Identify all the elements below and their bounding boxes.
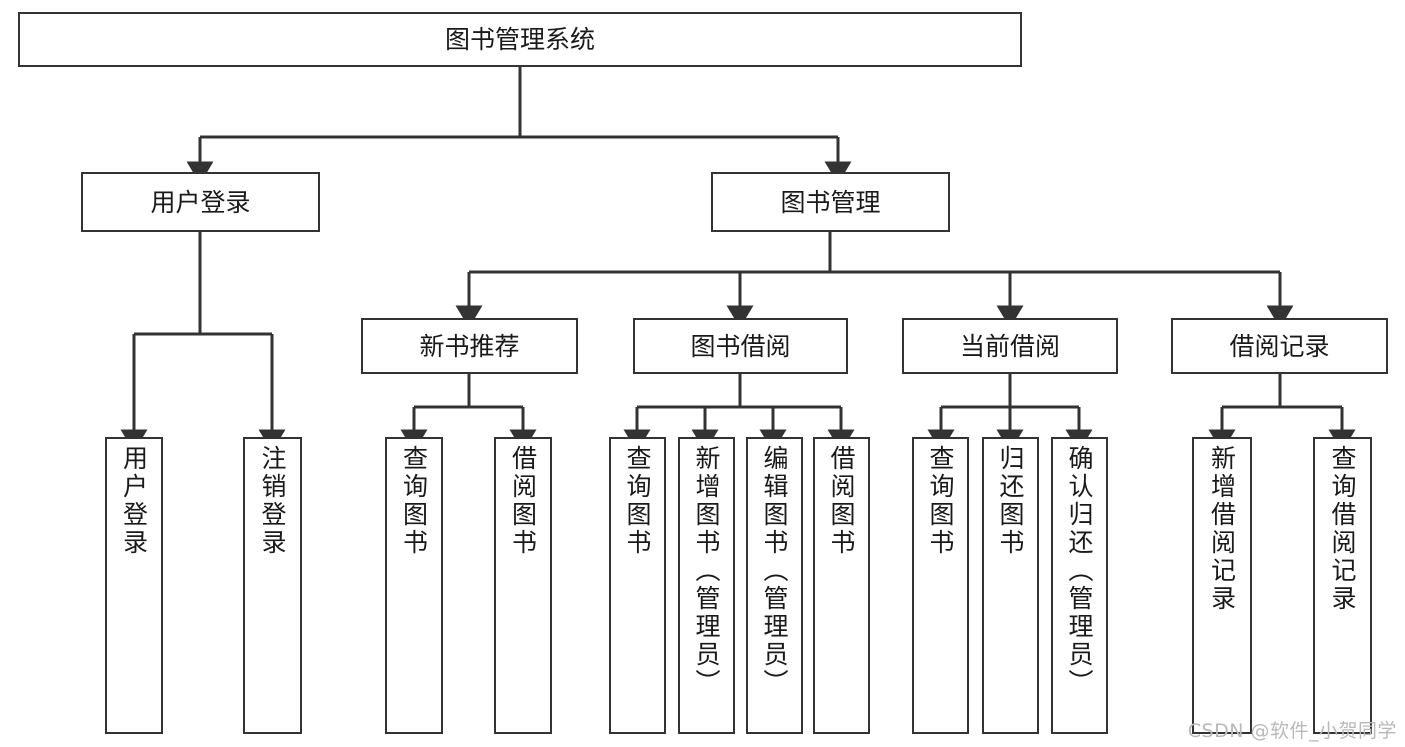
leaf-query-book-2[interactable]: 查询图书 xyxy=(609,437,666,734)
leaf-query-book-3[interactable]: 查询图书 xyxy=(912,437,969,734)
leaf-return-book-label: 归还图书 xyxy=(996,445,1025,557)
leaf-query-book-1[interactable]: 查询图书 xyxy=(385,437,443,734)
leaf-borrow-book-1[interactable]: 借阅图书 xyxy=(494,437,552,734)
leaf-return-book[interactable]: 归还图书 xyxy=(982,437,1039,734)
leaf-borrow-book-2[interactable]: 借阅图书 xyxy=(813,437,870,734)
leaf-user-logout-label: 注销登录 xyxy=(258,445,287,557)
leaf-query-record[interactable]: 查询借阅记录 xyxy=(1313,437,1372,734)
leaf-edit-book[interactable]: 编辑图书（管理员） xyxy=(746,437,803,734)
node-borrow-record[interactable]: 借阅记录 xyxy=(1171,318,1388,374)
leaf-user-login[interactable]: 用户登录 xyxy=(105,437,163,734)
node-root[interactable]: 图书管理系统 xyxy=(18,12,1022,67)
leaf-add-record[interactable]: 新增借阅记录 xyxy=(1192,437,1252,734)
leaf-add-record-label: 新增借阅记录 xyxy=(1207,445,1237,613)
leaf-confirm-return[interactable]: 确认归还（管理员） xyxy=(1051,437,1108,734)
leaf-edit-book-label: 编辑图书（管理员） xyxy=(760,445,789,697)
leaf-query-record-label: 查询借阅记录 xyxy=(1328,445,1357,613)
leaf-query-book-1-label: 查询图书 xyxy=(399,445,429,557)
node-new-book-recommend[interactable]: 新书推荐 xyxy=(361,318,578,374)
leaf-add-book[interactable]: 新增图书（管理员） xyxy=(678,437,735,734)
node-user-login[interactable]: 用户登录 xyxy=(81,172,320,232)
leaf-user-login-label: 用户登录 xyxy=(119,445,149,557)
node-root-label: 图书管理系统 xyxy=(444,25,595,54)
leaf-query-book-3-label: 查询图书 xyxy=(926,445,955,557)
node-book-management-label: 图书管理 xyxy=(780,187,881,217)
leaf-confirm-return-label: 确认归还（管理员） xyxy=(1065,445,1094,697)
node-current-borrow-label: 当前借阅 xyxy=(959,331,1060,361)
leaf-add-book-label: 新增图书（管理员） xyxy=(692,445,721,697)
node-user-login-label: 用户登录 xyxy=(150,187,251,217)
node-book-borrow-label: 图书借阅 xyxy=(690,331,791,361)
node-book-management[interactable]: 图书管理 xyxy=(711,172,950,232)
leaf-borrow-book-1-label: 借阅图书 xyxy=(508,445,538,557)
csdn-watermark: CSDN @软件_小贺同学 xyxy=(1187,720,1397,742)
node-book-borrow[interactable]: 图书借阅 xyxy=(633,318,848,374)
node-borrow-record-label: 借阅记录 xyxy=(1229,331,1330,361)
leaf-user-logout[interactable]: 注销登录 xyxy=(243,437,302,734)
leaf-borrow-book-2-label: 借阅图书 xyxy=(827,445,856,557)
node-current-borrow[interactable]: 当前借阅 xyxy=(902,318,1118,374)
node-new-book-recommend-label: 新书推荐 xyxy=(419,331,520,361)
leaf-query-book-2-label: 查询图书 xyxy=(623,445,652,557)
